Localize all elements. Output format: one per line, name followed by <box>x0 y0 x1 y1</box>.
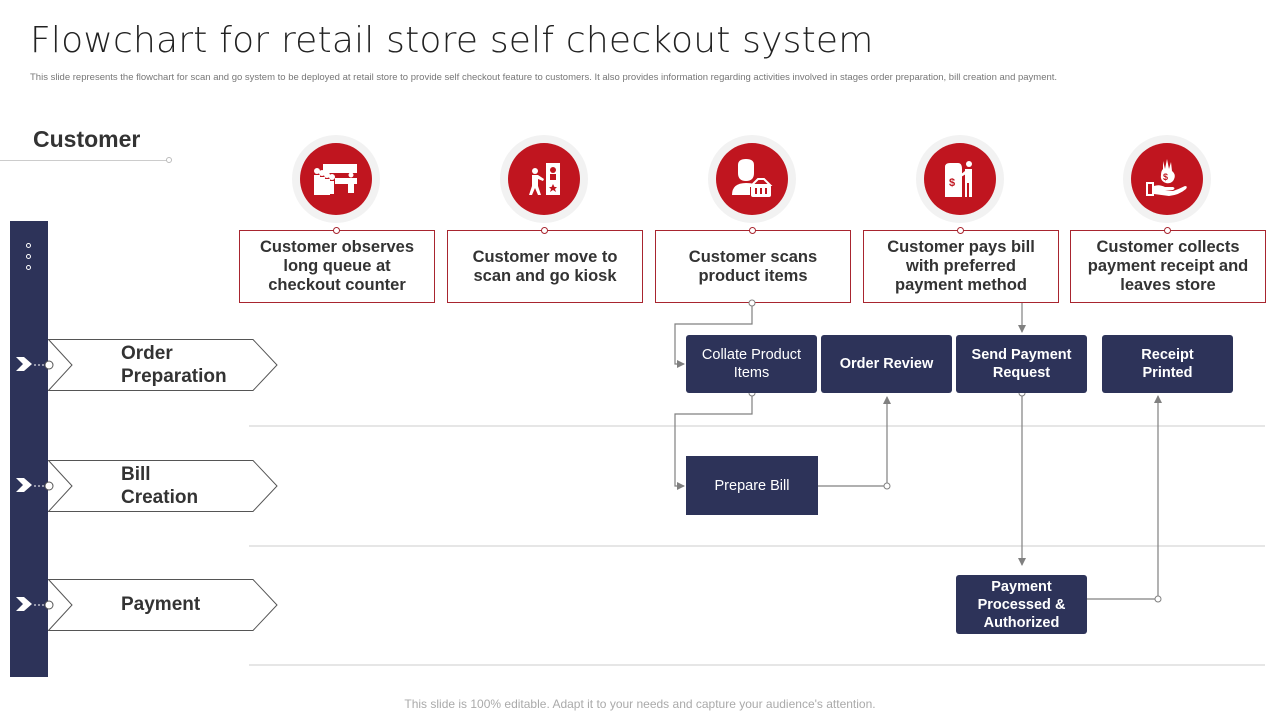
payment-terminal-icon: $ <box>945 161 972 197</box>
stage-label-line2: Preparation <box>121 366 227 387</box>
footer-note: This slide is 100% editable. Adapt it to… <box>404 697 876 711</box>
node-text: Send Payment Request <box>971 347 1072 381</box>
step-text: Customer scans product items <box>688 247 818 285</box>
node-text: Payment Processed & Authorized <box>977 578 1066 631</box>
chevron-right-icon <box>16 478 32 492</box>
checkout-queue-icon <box>314 164 357 195</box>
stage-arrow-shape <box>48 460 278 512</box>
node-payment-processed: Payment Processed & Authorized <box>956 575 1087 634</box>
shopper-basket-icon <box>732 159 773 197</box>
customer-lane-label: Customer <box>33 126 141 152</box>
customer-underline <box>0 160 168 161</box>
customer-step-box: Customer pays bill with preferred paymen… <box>863 230 1059 303</box>
stage-arrow-shape <box>48 339 278 391</box>
page-subtitle: This slide represents the flowchart for … <box>30 72 1058 83</box>
stage-label-line2: Creation <box>121 487 199 508</box>
step-icon-circle <box>500 135 588 223</box>
chevron-right-icon <box>16 357 32 371</box>
node-send-payment-request: Send Payment Request <box>956 335 1087 393</box>
connector-dot <box>333 227 340 234</box>
step-icon-circle: $ <box>916 135 1004 223</box>
node-collate-product-items: Collate Product Items <box>686 335 817 393</box>
stage-label-line1: Order <box>121 343 173 364</box>
kiosk-icon <box>529 163 560 195</box>
step-text: Customer collects payment receipt and le… <box>1087 238 1249 294</box>
step-icon-circle <box>292 135 380 223</box>
stage-label-line1: Bill <box>121 464 151 485</box>
connector-dot <box>1164 227 1171 234</box>
customer-step-box: Customer observes long queue at checkout… <box>239 230 435 303</box>
svg-text:$: $ <box>949 177 955 189</box>
chevron-right-icon <box>16 597 32 611</box>
dashed-connector <box>34 360 54 370</box>
stage-sidebar <box>10 221 48 677</box>
connector-dot <box>749 227 756 234</box>
lane-divider <box>249 664 1265 666</box>
node-order-review: Order Review <box>821 335 952 393</box>
connector-dot <box>541 227 548 234</box>
step-icon-circle: $ <box>1123 135 1211 223</box>
node-text: Prepare Bill <box>714 477 790 494</box>
customer-underline-dot <box>166 157 172 163</box>
node-text: Receipt Printed <box>1141 347 1194 381</box>
node-receipt-printed: Receipt Printed <box>1102 335 1233 393</box>
lane-divider <box>249 545 1265 547</box>
svg-text:$: $ <box>1163 172 1168 182</box>
dashed-connector <box>34 600 54 610</box>
page-title: Flowchart for retail store self checkout… <box>30 20 874 61</box>
connector-dot <box>957 227 964 234</box>
stage-label-line1: Payment <box>121 594 201 615</box>
node-text: Collate Product Items <box>701 347 802 381</box>
hand-money-icon: $ <box>1146 159 1187 196</box>
customer-step-box: Customer move to scan and go kiosk <box>447 230 643 303</box>
stage-arrow-shape <box>48 579 278 631</box>
node-prepare-bill: Prepare Bill <box>686 456 818 515</box>
sidebar-dots-icon <box>26 243 31 276</box>
step-text: Customer move to scan and go kiosk <box>472 247 618 285</box>
step-text: Customer pays bill with preferred paymen… <box>887 238 1035 294</box>
stage-payment: Payment <box>16 579 278 631</box>
step-icon-circle <box>708 135 796 223</box>
node-text: Order Review <box>839 356 934 372</box>
lane-divider <box>249 425 1265 427</box>
dashed-connector <box>34 481 54 491</box>
step-text: Customer observes long queue at checkout… <box>259 238 415 294</box>
